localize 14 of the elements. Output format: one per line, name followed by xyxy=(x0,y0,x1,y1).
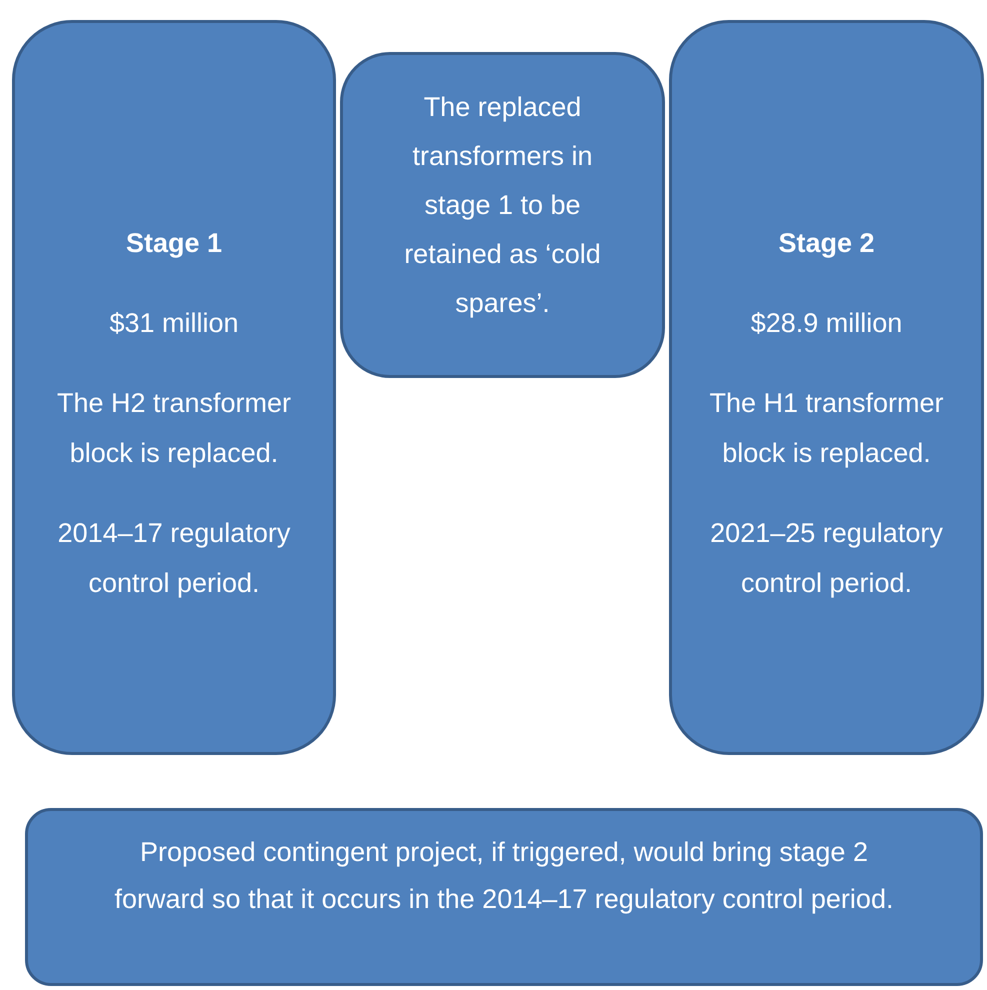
stage-heading: Stage 2 xyxy=(778,227,875,260)
description-text: Proposed contingent project, if triggered, would bring stage 2 forward so that it occurs in the 2014–17 regulatory control period. xyxy=(114,836,894,916)
description-text: $31 million xyxy=(109,307,239,340)
description-text: 2014–17 regulatory control period. xyxy=(56,517,292,600)
description-text: The H1 transformer block is replaced. xyxy=(708,387,945,470)
stage-heading: Stage 1 xyxy=(126,227,222,260)
description-text: The replaced transformers in stage 1 to be retained as ‘cold spares’. xyxy=(403,91,602,320)
note-box xyxy=(340,52,665,378)
description-text: $28.9 million xyxy=(750,307,902,340)
note-box xyxy=(25,808,983,986)
stage-box xyxy=(669,20,984,755)
stage-box xyxy=(12,20,336,755)
description-text: The H2 transformer block is replaced. xyxy=(56,387,292,470)
description-text: 2021–25 regulatory control period. xyxy=(709,517,944,600)
